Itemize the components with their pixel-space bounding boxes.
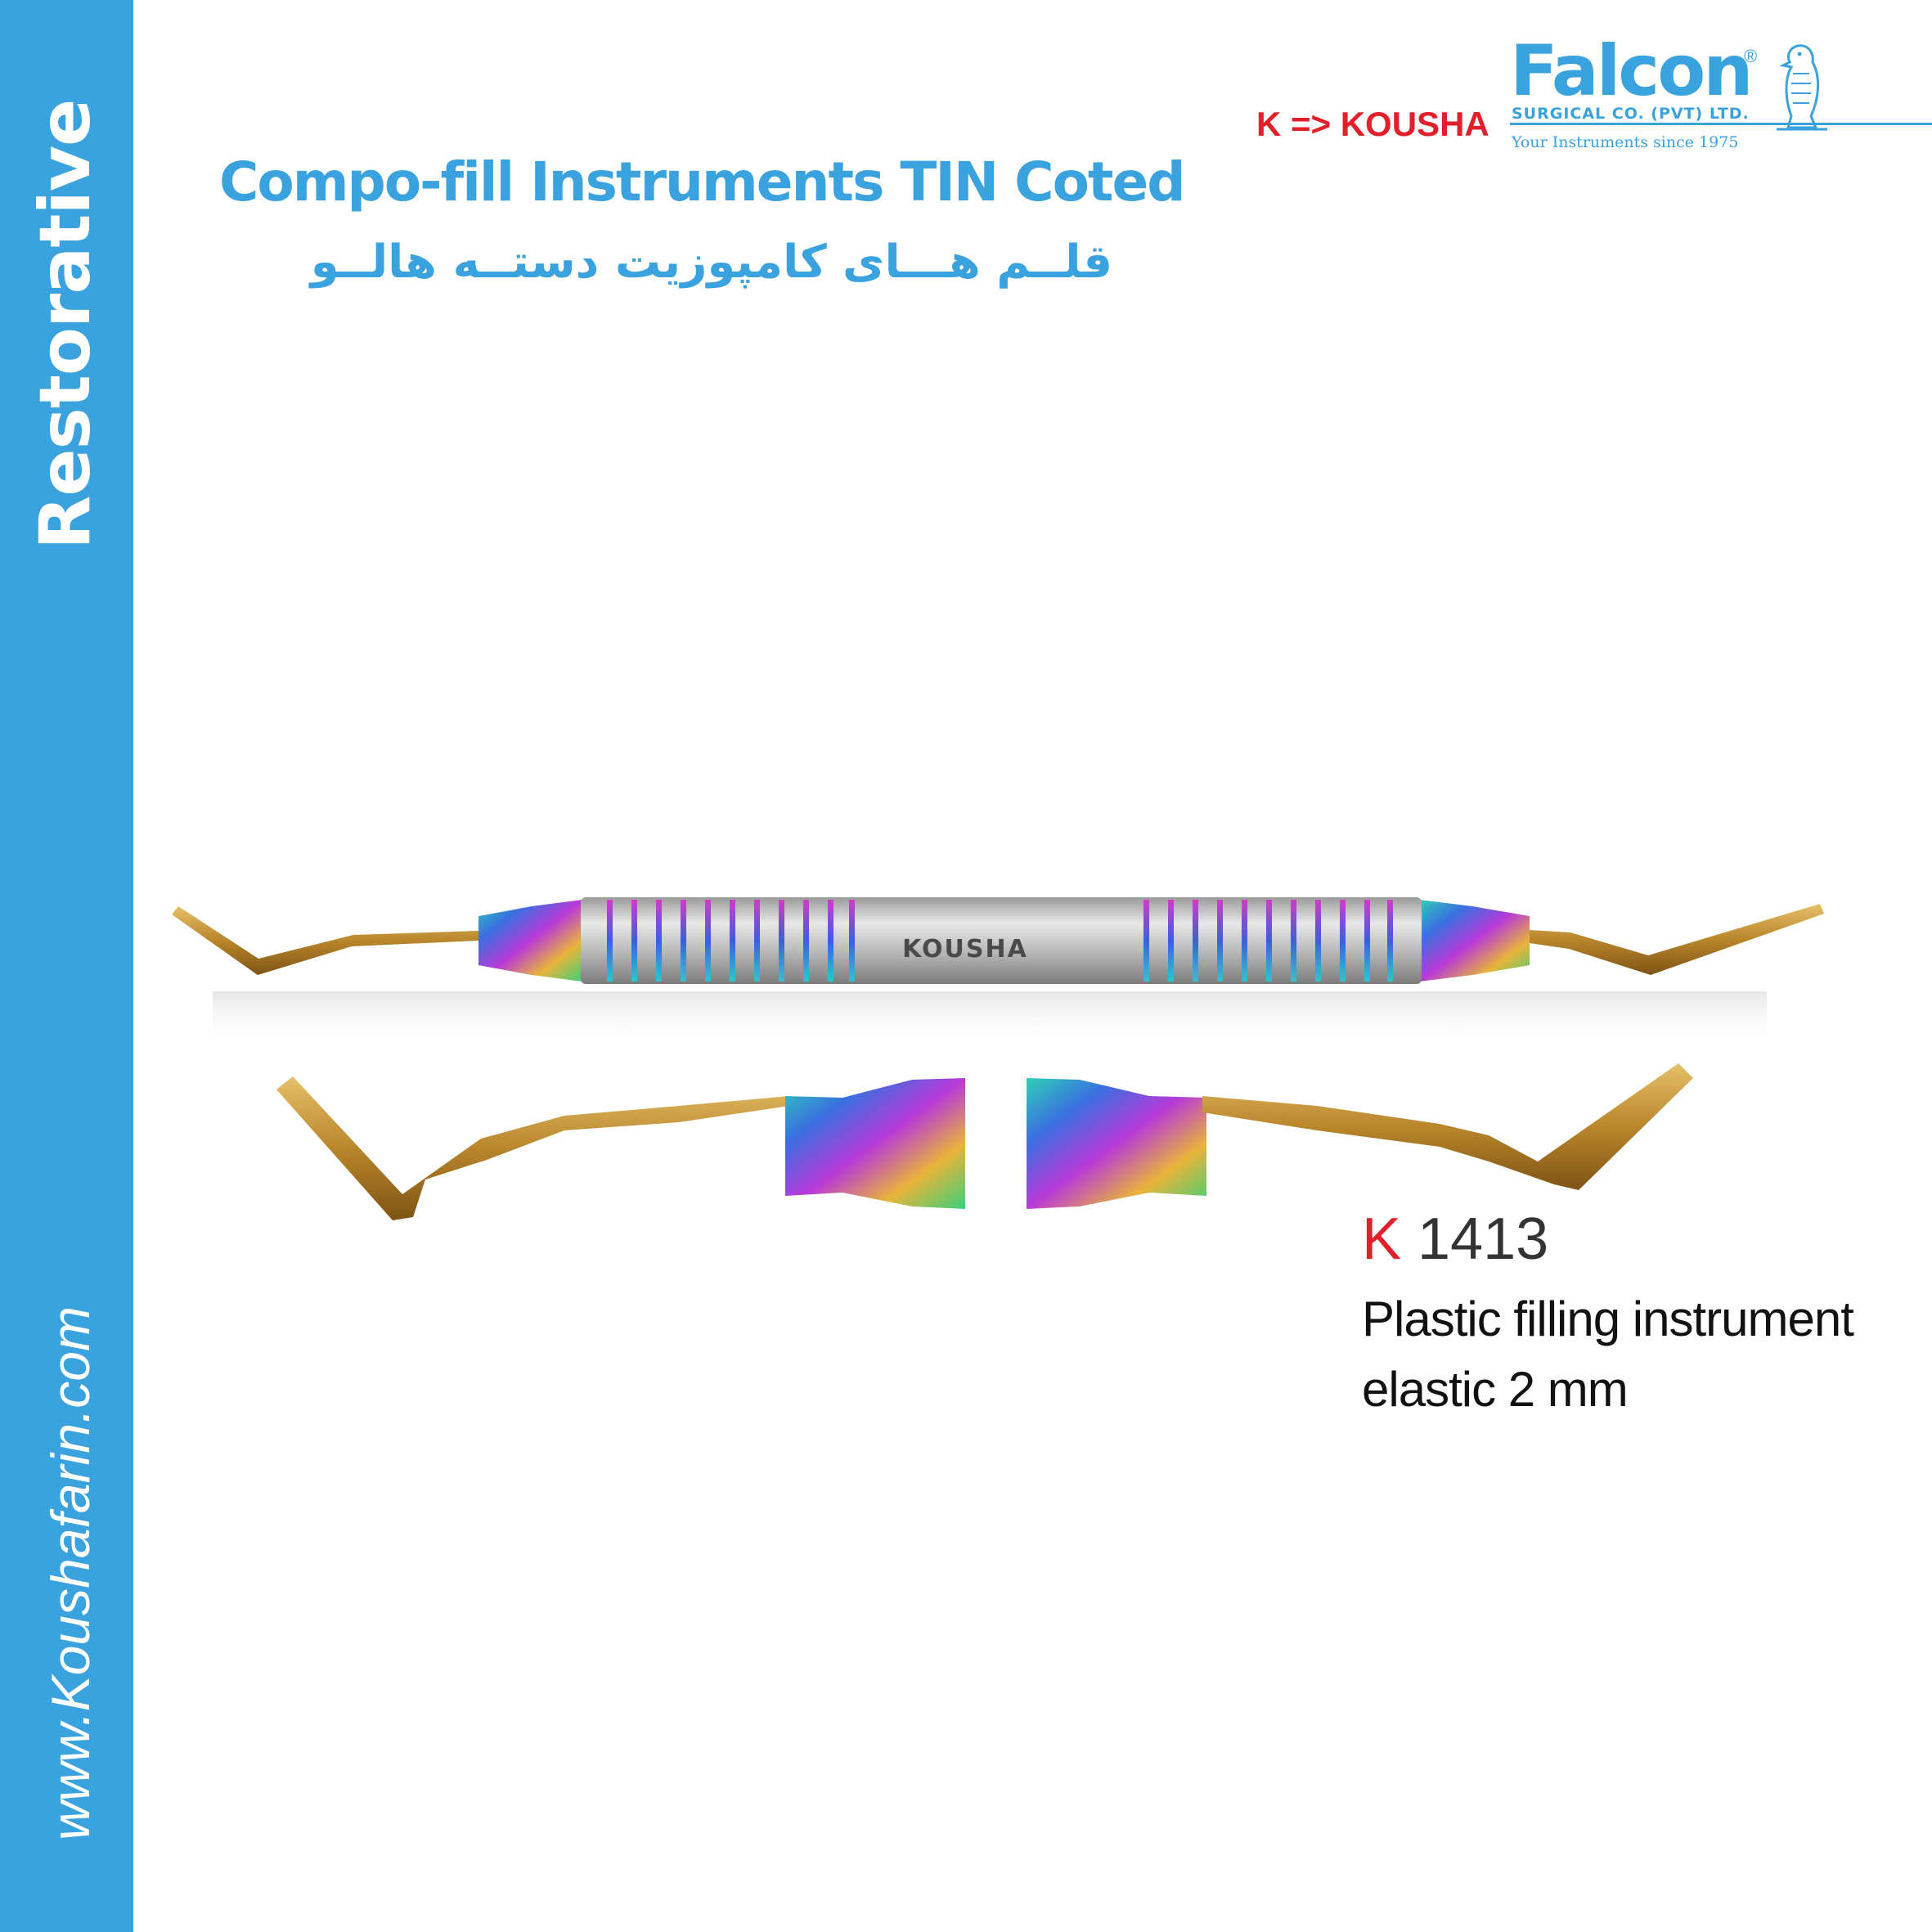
page-subtitle-persian: قلــم هـــای کامپوزیت دستــه هالــو — [310, 236, 1112, 289]
handle-shaft — [581, 897, 1422, 984]
registered-mark: ® — [1744, 46, 1758, 66]
right-closeup-tip — [1202, 1063, 1693, 1190]
right-handle-collar — [1419, 900, 1530, 982]
page-title: Compo-fill Instruments TIN Coted — [219, 151, 1185, 213]
left-working-tip — [172, 906, 479, 975]
instrument-reflection — [213, 991, 1767, 1049]
brand-name: Falcon — [1510, 30, 1754, 112]
falcon-bird-icon — [1777, 44, 1827, 131]
left-grip-rings — [607, 900, 855, 982]
right-grip-rings — [1143, 900, 1393, 982]
full-instrument: KOUSHA — [172, 897, 1824, 1049]
brand-subline: SURGICAL CO. (PVT) LTD. — [1512, 105, 1750, 123]
product-description-line-2: elastic 2 mm — [1362, 1362, 1629, 1417]
product-code: K 1413 — [1362, 1206, 1548, 1273]
right-closeup-collar — [1027, 1078, 1206, 1209]
product-code-prefix: K — [1362, 1206, 1402, 1272]
brand-underline — [1510, 123, 1932, 125]
right-working-tip — [1530, 904, 1824, 975]
brand-mapping-note: K => KOUSHA — [1256, 105, 1489, 143]
left-handle-collar — [479, 900, 582, 982]
right-tip-closeup — [1027, 1063, 1693, 1209]
product-code-number: 1413 — [1418, 1206, 1549, 1272]
handle-engraving: KOUSHA — [902, 935, 1028, 964]
brand-slogan: Your Instruments since 1975 — [1512, 133, 1739, 151]
left-closeup-collar — [785, 1078, 965, 1209]
product-description-line-1: Plastic filling instrument — [1362, 1292, 1854, 1346]
sidebar: Restorative www.Koushafarin.com — [0, 0, 133, 1932]
left-closeup-tip — [276, 1076, 789, 1220]
left-tip-closeup — [276, 1076, 965, 1220]
